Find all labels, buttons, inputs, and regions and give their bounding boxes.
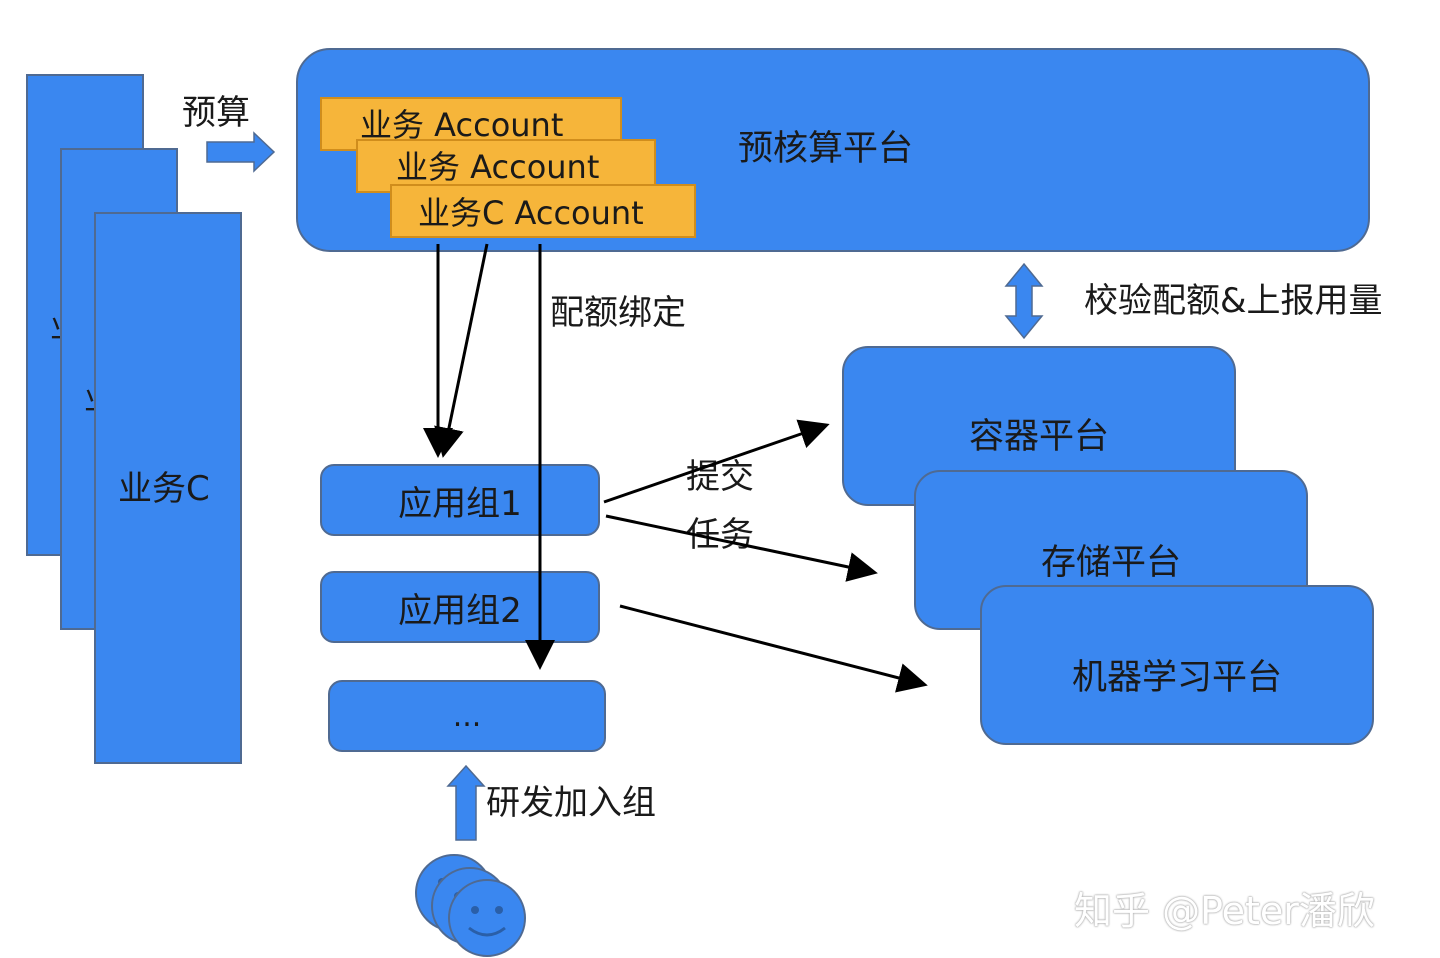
ml-platform-label: 机器学习平台 [1071,658,1282,698]
join-group-arrow [446,764,486,841]
app-group-2: 应用组2 [320,571,600,643]
business-column-front: 业务C [94,212,242,764]
app-group-more: ... [328,680,606,752]
verify-double-arrow [1004,262,1044,340]
watermark: 知乎 @Peter潘欣 [1074,889,1375,933]
join-group-label: 研发加入组 [486,783,656,823]
account-card-2-label: 业务 Account [396,148,600,186]
verify-report-label: 校验配额&上报用量 [1084,281,1383,321]
platform-title: 预核算平台 [738,129,914,169]
account-card-3-label: 业务C Account [418,194,644,232]
account-card-2: 业务 Account [356,139,656,193]
submit-task-label-line1: 提交 [686,457,754,497]
submit-arrow-storage [605,514,878,582]
account-card-1-label: 业务 Account [360,106,564,144]
quota-binding-label: 配额绑定 [550,293,686,333]
smiley-icon [448,879,526,957]
account-card-3: 业务C Account [390,184,696,238]
app-group-1-label: 应用组1 [398,483,522,524]
ml-platform: 机器学习平台 [980,585,1374,745]
app-group-2-label: 应用组2 [398,590,522,631]
budget-arrow [206,131,276,173]
business-column-front-label: 业务C [118,469,210,509]
submit-arrow-ml [619,604,928,693]
app-group-more-label: ... [452,698,482,734]
storage-platform-label: 存储平台 [1040,543,1181,583]
budget-label: 预算 [182,93,250,133]
developer-faces [415,854,526,957]
container-platform-label: 容器平台 [968,417,1109,457]
account-to-group-arrow-2 [434,243,489,458]
app-group-1: 应用组1 [320,464,600,536]
submit-arrow-container [603,419,830,504]
